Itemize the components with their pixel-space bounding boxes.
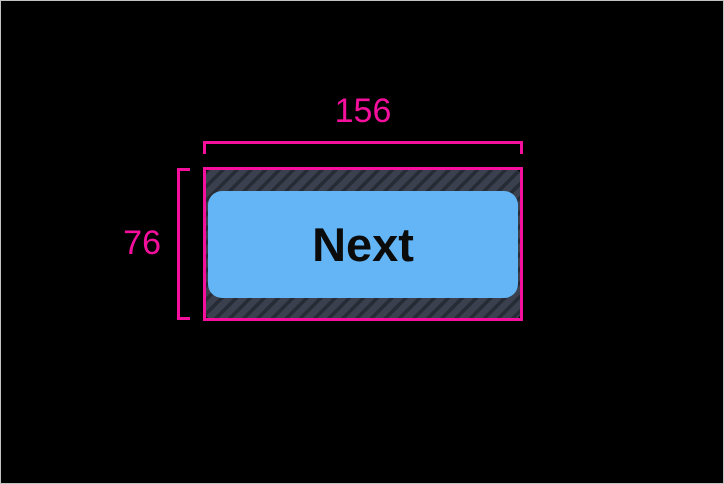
- next-button-label: Next: [312, 217, 414, 271]
- width-dimension-label: 156: [334, 92, 392, 130]
- padding-hatch-area: Next: [206, 170, 520, 318]
- height-dimension-label: 76: [123, 224, 161, 262]
- height-measurement-bracket: [177, 168, 190, 320]
- selected-widget-outline: Next: [203, 167, 523, 321]
- width-measurement-bracket: [203, 141, 523, 154]
- next-button[interactable]: Next: [208, 190, 518, 298]
